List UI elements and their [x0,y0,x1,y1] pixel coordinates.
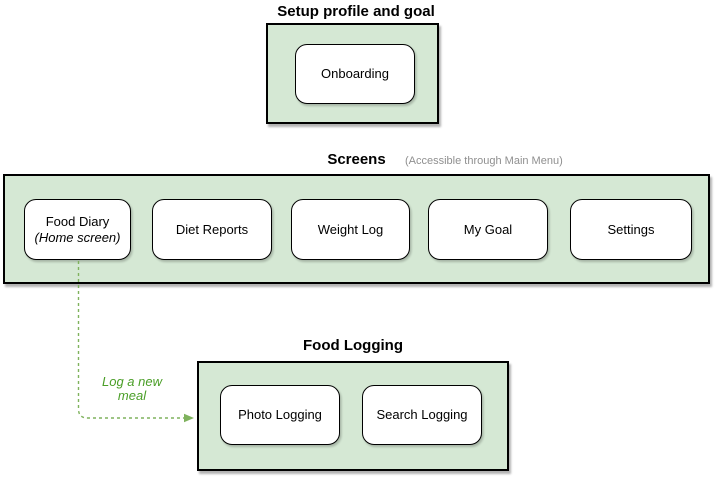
weight-log-node: Weight Log [291,199,410,260]
settings-node: Settings [570,199,692,260]
setup-section-title: Setup profile and goal [277,3,435,20]
log-new-meal-arrow-label: Log a new meal [88,375,176,403]
diet-reports-node: Diet Reports [152,199,272,260]
food-logging-section-title: Food Logging [303,337,403,354]
photo-logging-node-label: Photo Logging [238,407,322,422]
photo-logging-node: Photo Logging [220,385,340,445]
screens-section-note: (Accessible through Main Menu) [405,155,563,167]
arrow-head-icon [184,413,194,423]
my-goal-node: My Goal [428,199,548,260]
arrow-label-line1: Log a new [102,374,162,389]
food-diary-node-sublabel: (Home screen) [34,229,121,245]
food-diary-node-label: Food Diary [45,213,110,229]
onboarding-node-label: Onboarding [321,66,389,81]
arrow-label-line2: meal [117,388,147,403]
search-logging-node: Search Logging [362,385,482,445]
food-diary-node: Food Diary (Home screen) [24,199,131,260]
settings-node-label: Settings [607,221,655,237]
screens-section-title: Screens [327,151,386,168]
onboarding-node: Onboarding [295,44,415,104]
search-logging-node-label: Search Logging [376,407,468,422]
diet-reports-node-label: Diet Reports [175,221,249,237]
my-goal-node-label: My Goal [463,221,513,237]
weight-log-node-label: Weight Log [317,221,384,237]
